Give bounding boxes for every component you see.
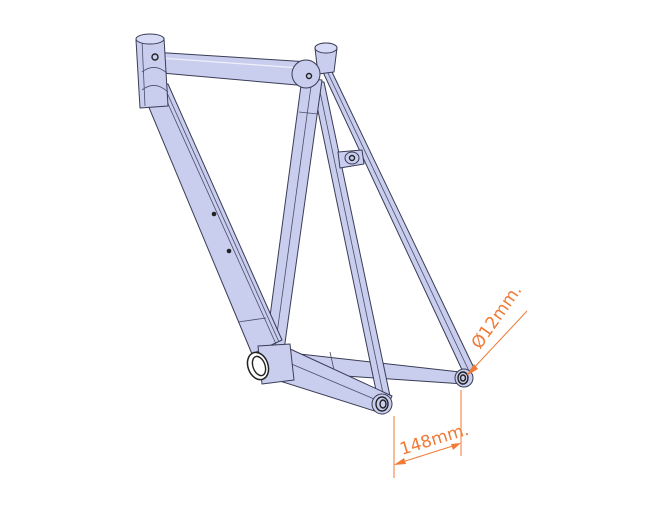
dimension-rear-spacing: 148mm.: [393, 390, 472, 478]
seat-tube: [265, 42, 338, 351]
top-tube: [149, 51, 321, 89]
dimension-label-spacing: 148mm.: [398, 420, 472, 460]
bottom-bracket: [246, 343, 295, 385]
dimension-label-diameter: Ø12mm.: [468, 281, 527, 353]
seatstay-bridge: [337, 149, 365, 169]
dimension-dropout-diameter: Ø12mm.: [466, 281, 528, 376]
head-tube: [135, 33, 169, 109]
down-tube: [139, 83, 283, 355]
dropout-left: [371, 393, 393, 415]
